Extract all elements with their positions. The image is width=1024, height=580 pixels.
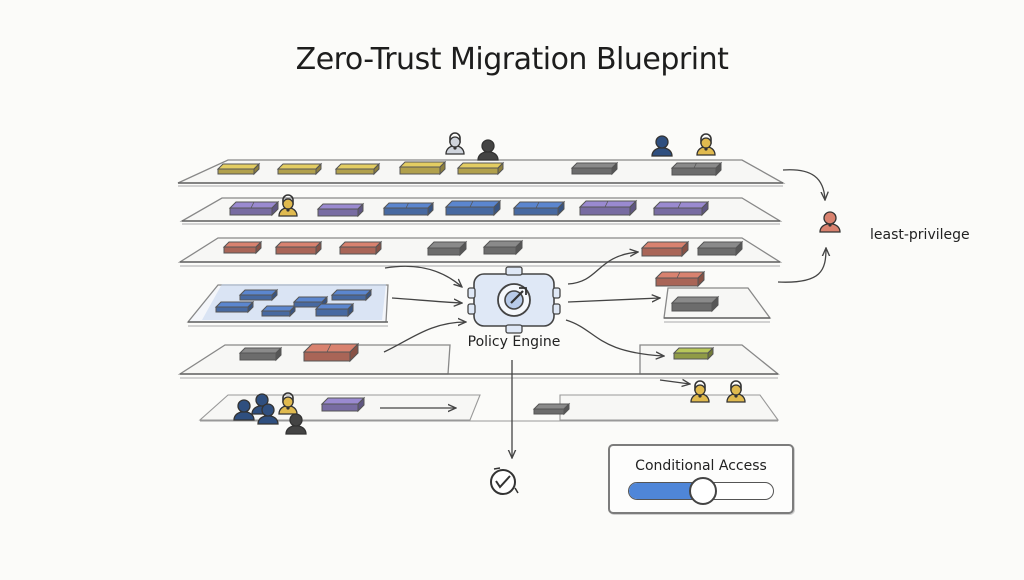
- shield-clock-icon: [490, 467, 519, 495]
- block-blue: [292, 295, 329, 309]
- block-yellow: [334, 162, 381, 176]
- block-green: [672, 346, 715, 361]
- arrow-into-engine-mid: [391, 297, 462, 303]
- user-icons: [233, 132, 841, 435]
- block-purple: [320, 396, 366, 413]
- block-blue: [214, 300, 255, 314]
- workload-blocks: [214, 160, 744, 416]
- arrow-engine-to-top-right: [567, 252, 638, 285]
- user-icon: [285, 413, 307, 435]
- user-icon: [257, 403, 279, 425]
- block-gray: [696, 240, 744, 257]
- block-gray: [570, 161, 619, 176]
- block-salmon: [338, 240, 383, 256]
- block-salmon: [302, 342, 360, 363]
- user-icon: [477, 139, 499, 161]
- least-privilege-label: least-privilege: [870, 227, 970, 243]
- arrow-engine-to-lower-right: [565, 319, 664, 356]
- block-blue: [330, 288, 373, 302]
- user-icon: [819, 211, 841, 233]
- block-blue: [382, 201, 435, 217]
- conditional-access-label: Conditional Access: [635, 458, 767, 474]
- page-title: Zero-Trust Migration Blueprint: [295, 42, 729, 77]
- block-gray: [532, 402, 571, 416]
- block-blue: [238, 288, 279, 302]
- lock-icon: [278, 194, 298, 217]
- block-blue: [512, 200, 566, 217]
- block-salmon: [274, 240, 323, 256]
- arrow-into-engine-top: [384, 265, 462, 287]
- block-purple: [228, 200, 280, 217]
- block-blue: [444, 199, 502, 217]
- lock-icon: [696, 133, 716, 156]
- arrow-into-engine-low: [383, 322, 466, 353]
- block-gray: [238, 346, 283, 362]
- block-salmon: [640, 240, 690, 258]
- block-gray: [426, 240, 468, 257]
- block-gray: [670, 295, 720, 313]
- user-icon: [651, 135, 673, 157]
- arrow-to-least-privilege-bottom: [777, 248, 826, 283]
- conditional-access-slider-knob[interactable]: [688, 477, 717, 505]
- gear-lock-icon: [467, 266, 561, 334]
- lock-icon: [445, 132, 465, 155]
- layer-3: [177, 237, 783, 267]
- arrow-to-least-privilege-top: [782, 169, 825, 200]
- block-yellow: [276, 162, 323, 176]
- block-salmon: [222, 240, 263, 255]
- block-blue: [314, 302, 355, 318]
- block-gray: [482, 239, 524, 256]
- lock-icon: [726, 380, 746, 403]
- conditional-access-card: Conditional Access: [608, 444, 794, 514]
- policy-engine-label: Policy Engine: [467, 334, 561, 350]
- flow-arrows: [380, 169, 826, 458]
- arrow-to-right-users: [659, 380, 690, 384]
- conditional-access-slider-fill: [629, 483, 704, 499]
- lock-icon: [690, 380, 710, 403]
- block-yellow: [456, 161, 505, 176]
- arrow-engine-to-right: [567, 298, 660, 303]
- block-gray: [670, 161, 723, 177]
- block-blue: [260, 304, 297, 318]
- block-salmon: [654, 270, 706, 288]
- block-yellow: [398, 160, 447, 176]
- block-yellow: [216, 162, 261, 176]
- block-purple: [316, 202, 365, 218]
- user-icon: [233, 399, 255, 421]
- block-purple: [578, 199, 638, 217]
- block-purple: [652, 200, 710, 217]
